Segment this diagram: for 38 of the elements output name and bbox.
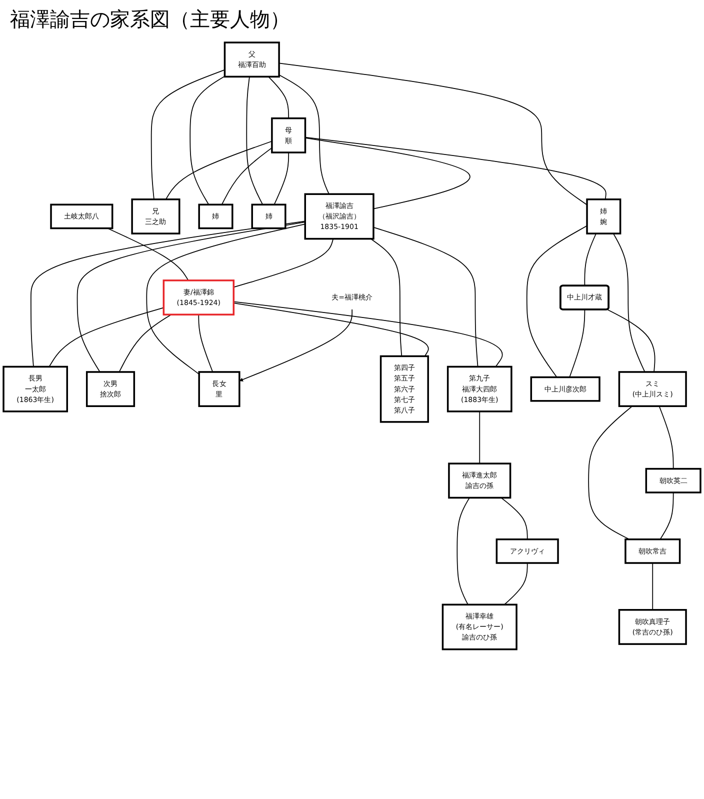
connector (652, 562, 654, 610)
connector (107, 228, 189, 281)
connector (304, 136, 606, 200)
connector (504, 562, 528, 606)
arrow (239, 308, 353, 382)
connector (30, 220, 306, 368)
connector (500, 497, 528, 540)
connector (612, 233, 646, 372)
connector (370, 238, 402, 357)
connector (233, 238, 334, 288)
connector (268, 76, 290, 119)
connector (588, 406, 633, 540)
connector (274, 152, 290, 206)
connector (221, 147, 272, 206)
connector (48, 307, 164, 368)
connector (569, 309, 586, 378)
connector (304, 138, 470, 210)
connector (278, 74, 330, 195)
connector (246, 76, 264, 206)
connector (198, 314, 214, 372)
connector (165, 140, 272, 200)
connector (606, 309, 656, 372)
diagram-title: 福澤諭吉の家系図（主要人物） (10, 6, 291, 33)
connector (584, 233, 597, 286)
connector (526, 225, 588, 378)
connector (233, 302, 429, 357)
connector (146, 224, 306, 375)
connector (233, 301, 503, 368)
connector (479, 410, 480, 464)
connector (76, 222, 306, 372)
connector (278, 62, 588, 206)
connector (373, 226, 478, 368)
connector (150, 69, 226, 200)
connector (118, 314, 172, 372)
connector (660, 492, 674, 540)
connector (658, 406, 674, 470)
connector (456, 497, 470, 606)
connector (190, 76, 226, 206)
